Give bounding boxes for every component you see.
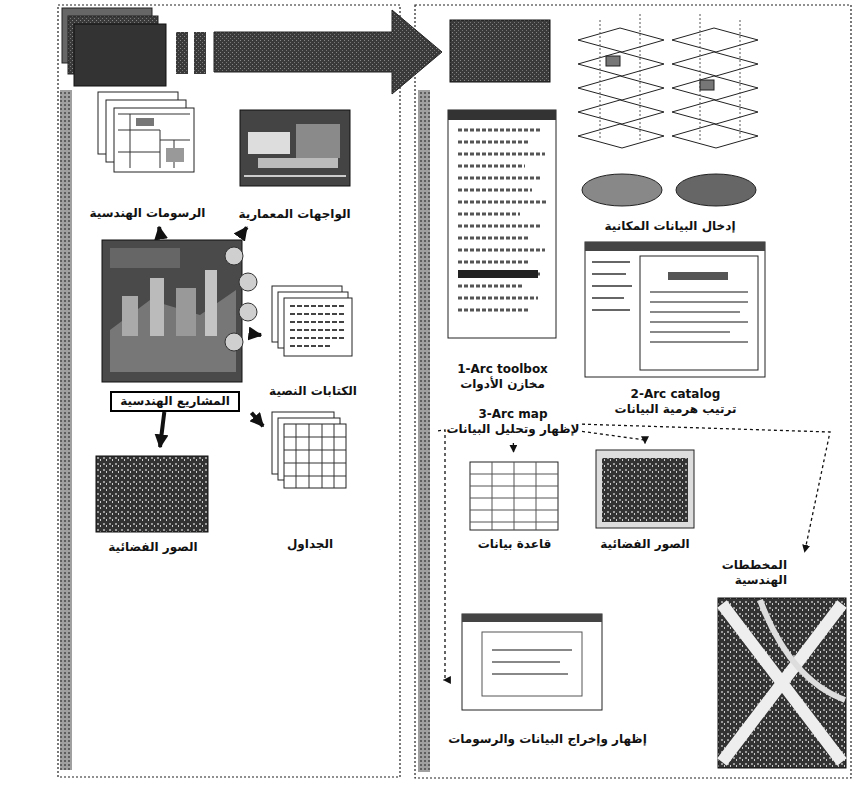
facade-illustration — [240, 110, 350, 186]
arrow-bar — [194, 32, 206, 74]
image-card: الرسومات الهندسية — [85, 88, 211, 224]
output-window — [462, 614, 602, 710]
image-card: الصور الفضائية — [590, 445, 700, 555]
panel-border — [58, 5, 400, 777]
data-layers-illustration — [578, 14, 758, 206]
caption-text: 1-Arc toolbox — [457, 362, 548, 377]
plan-map-illustration — [718, 598, 846, 768]
software-card: 2-Arc catalogترتيب هرمية البيانات — [578, 235, 773, 420]
image-card: الجداول — [265, 405, 355, 555]
process-box: المشاريع الهندسية — [95, 235, 255, 415]
caption-text: الصور الفضائية — [600, 537, 689, 552]
flow-arrow — [160, 412, 164, 447]
caption-text: 2-Arc catalog — [631, 387, 721, 402]
catalog-window — [585, 242, 765, 377]
caption-text: لإظهار وتحليل البيانات — [446, 422, 579, 437]
dashed-arrow — [438, 430, 445, 680]
software-card: 1-Arc toolboxمخازن الأدوات — [440, 105, 565, 395]
arrow-bar — [176, 32, 188, 74]
dashed-arrow — [513, 443, 514, 452]
image-card: إدخال البيانات المكانية — [565, 5, 775, 237]
flow-arrow — [214, 10, 442, 94]
header-block — [450, 20, 550, 82]
database-table — [470, 462, 558, 530]
caption-text: الواجهات المعمارية — [238, 207, 350, 222]
panel-band — [60, 90, 72, 770]
flow-arrow — [239, 227, 246, 237]
software-label: 3-Arc mapلإظهار وتحليل البيانات — [441, 398, 585, 446]
text-pages-illustration — [272, 286, 352, 356]
table-grid-illustration — [272, 412, 346, 488]
flow-arrow — [159, 227, 161, 238]
caption-text: ترتيب هرمية البيانات — [615, 402, 737, 417]
caption-text: الرسومات الهندسية — [90, 206, 206, 221]
satellite-image — [96, 456, 208, 532]
caption-text: الكتابات النصية — [269, 384, 357, 399]
caption-text: الجداول — [287, 537, 333, 552]
caption-text: 3-Arc map — [478, 407, 547, 422]
dashed-arrow — [582, 431, 645, 443]
process-label: المشاريع الهندسية — [110, 391, 240, 412]
caption-text: الصور الفضائية — [108, 540, 197, 555]
image-card: الواجهات المعمارية — [232, 100, 357, 225]
flow-arrow — [252, 334, 261, 335]
caption-text: مخازن الأدوات — [460, 377, 545, 392]
header-block — [74, 24, 166, 86]
caption-text: إظهار وإخراج البيانات والرسومات — [448, 732, 647, 747]
image-card: إظهار وإخراج البيانات والرسومات — [443, 610, 652, 750]
image-card: الكتابات النصية — [264, 280, 362, 402]
image-card: المخططات الهندسية — [712, 555, 850, 773]
panel-band — [418, 90, 430, 772]
image-card: قاعدة بيانات — [462, 455, 567, 555]
caption-text: المخططات الهندسية — [715, 558, 787, 588]
project-photo-illustration — [102, 240, 257, 382]
drawing-sheets-illustration — [98, 92, 194, 172]
toolbox-window — [448, 110, 556, 338]
flow-arrow — [251, 413, 263, 426]
panel-border — [415, 5, 851, 778]
image-card: الصور الفضائية — [88, 450, 218, 558]
satellite-screen — [596, 450, 694, 528]
caption-text: إدخال البيانات المكانية — [604, 219, 735, 234]
caption-text: قاعدة بيانات — [478, 537, 552, 552]
dashed-arrow — [582, 424, 830, 552]
